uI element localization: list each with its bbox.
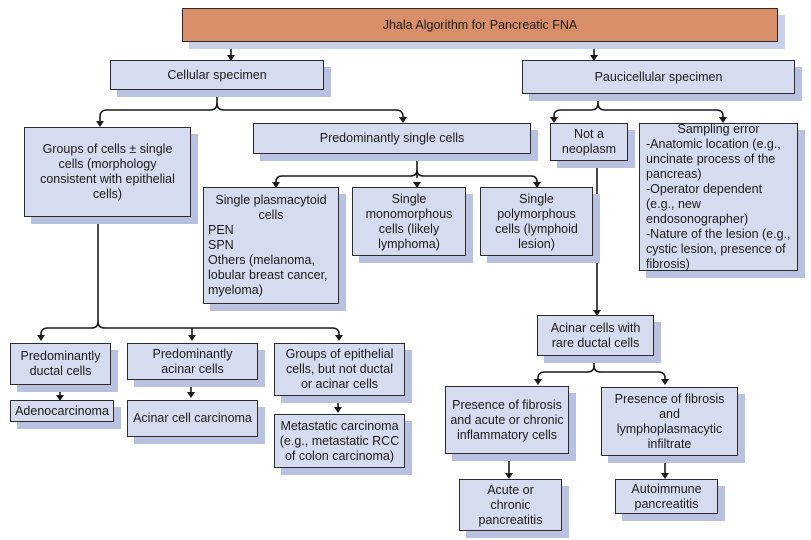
edge-acinar-lympho [593, 365, 666, 380]
node-acute-chronic-pancreatitis: Acute or chronic pancreatitis [459, 479, 562, 531]
node-text: Predominantly single cells [319, 131, 465, 145]
node-single-plasmacytoid: Single plasmacytoid cells PEN SPN Others… [203, 187, 339, 304]
node-predominantly-acinar: Predominantly acinar cells [127, 343, 258, 380]
node-single-polymorphous: Single polymorphous cells (lymphoid lesi… [480, 187, 593, 256]
node-not-a-neoplasm: Not a neoplasm [550, 123, 628, 161]
edge-cellular-single [216, 102, 404, 118]
node-item: -Operator dependent (e.g., new endosonog… [646, 182, 763, 226]
arrowhead [534, 379, 542, 385]
node-heading: Sampling error [677, 122, 760, 136]
node-text: Presence of fibrosis and lymphoplasmacyt… [614, 391, 725, 451]
edge-single-polymorphous [416, 169, 538, 183]
edge-pauci-split [553, 93, 599, 118]
node-metastatic-carcinoma: Metastatic carcinoma (e.g., metastatic R… [274, 414, 405, 468]
node-acinar-cell-carcinoma: Acinar cell carcinoma [127, 400, 258, 437]
node-groups-of-cells: Groups of cells ± single cells (morpholo… [24, 127, 191, 217]
edge-pauci-sampling [597, 102, 724, 118]
node-fibrosis-lymphoplasmacytic: Presence of fibrosis and lymphoplasmacyt… [601, 387, 738, 456]
node-paucicellular-specimen: Paucicellular specimen [522, 60, 795, 94]
node-text: Groups of epithelial cells, but not duct… [285, 347, 394, 391]
edge-cellular-split [99, 89, 218, 122]
node-autoimmune-pancreatitis: Autoimmune pancreatitis [615, 479, 718, 514]
node-text: Acinar cells with rare ductal cells [550, 320, 641, 350]
node-fibrosis-inflammatory: Presence of fibrosis and acute or chroni… [445, 386, 569, 454]
node-text: Predominantly acinar cells [152, 346, 233, 376]
node-predominantly-ductal: Predominantly ductal cells [10, 343, 111, 385]
arrowhead [188, 335, 196, 341]
arrowhead [335, 335, 343, 341]
node-text: Cellular specimen [167, 67, 267, 82]
node-predominantly-single-cells: Predominantly single cells [253, 123, 531, 154]
node-text: Single monomorphous cells (likely lympho… [365, 191, 453, 251]
node-epithelial-other: Groups of epithelial cells, but not duct… [274, 343, 405, 396]
node-text: Acinar cell carcinoma [133, 411, 252, 425]
arrowhead [37, 335, 45, 341]
node-heading: Single plasmacytoid cells [215, 193, 327, 222]
node-text: Adenocarcinoma [15, 403, 109, 418]
node-acinar-rare-ductal: Acinar cells with rare ductal cells [537, 315, 654, 356]
node-text: Predominantly ductal cells [20, 349, 101, 378]
node-single-monomorphous: Single monomorphous cells (likely lympho… [352, 187, 466, 256]
node-sampling-error: Sampling error -Anatomic location (e.g.,… [639, 122, 798, 271]
node-item: -Nature of the lesion (e.g., cystic lesi… [646, 227, 791, 271]
diagram-title: Jhala Algorithm for Pancreatic FNA [182, 8, 778, 42]
arrowhead [334, 407, 342, 413]
node-text: Metastatic carcinoma (e.g., metastatic R… [279, 418, 400, 463]
node-item: -Anatomic location (e.g., uncinate proce… [646, 137, 781, 181]
node-text: Paucicellular specimen [594, 69, 723, 84]
edge-acinar-split [537, 356, 595, 380]
node-adenocarcinoma: Adenocarcinoma [10, 400, 114, 422]
node-text: Single polymorphous cells (lymphoid lesi… [495, 191, 578, 251]
title-text: Jhala Algorithm for Pancreatic FNA [382, 17, 578, 32]
node-cellular-specimen: Cellular specimen [110, 60, 324, 90]
edge-single-plasmacytoid [275, 169, 418, 183]
node-text: Groups of cells ± single cells (morpholo… [40, 142, 175, 201]
node-text: Presence of fibrosis and acute or chroni… [450, 397, 564, 442]
edge-groups-split [40, 217, 99, 336]
node-text: Autoimmune pancreatitis [631, 481, 702, 511]
node-item: SPN [208, 238, 234, 252]
node-text: Not a neoplasm [561, 127, 617, 156]
node-text: Acute or chronic pancreatitis [478, 482, 543, 527]
edge-groups-acinar [97, 321, 340, 336]
arrowhead [187, 392, 195, 398]
arrowhead [661, 379, 669, 385]
node-item: Others (melanoma, lobular breast cancer,… [208, 253, 328, 297]
node-item: PEN [208, 223, 234, 237]
